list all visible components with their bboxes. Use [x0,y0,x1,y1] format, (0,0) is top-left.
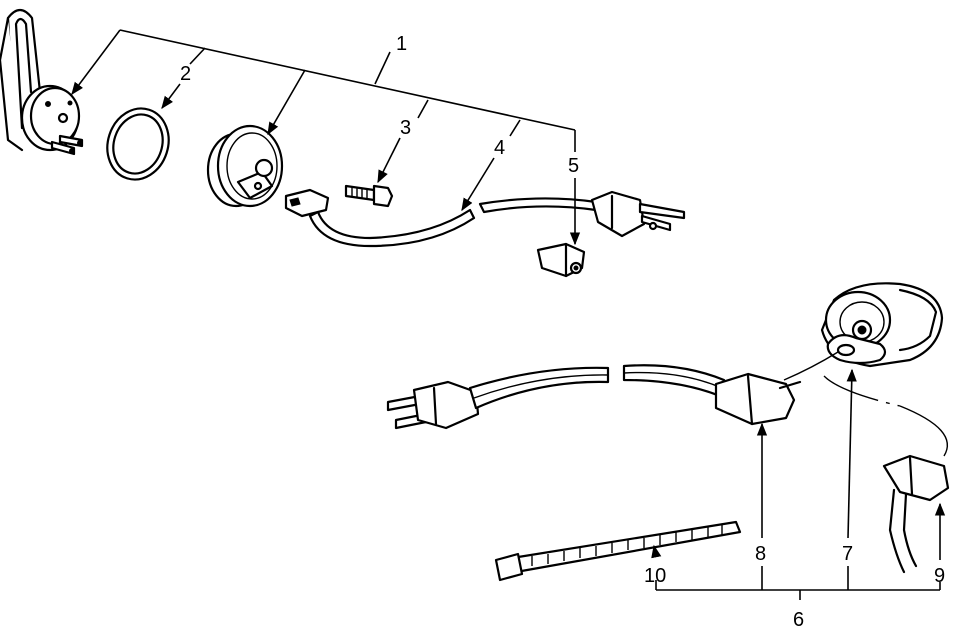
block-heater [820,282,944,368]
heater-cord [284,188,686,248]
callout-10: 10 [644,565,666,587]
callout-8: 8 [755,543,766,565]
bolt [344,184,394,208]
callout-7: 7 [842,543,853,565]
callout-labels: 1 2 3 4 5 6 7 8 9 10 [180,33,945,631]
callout-5: 5 [568,155,579,177]
heater-cap [206,124,284,208]
leader-lines [71,29,946,600]
adapter-plug [536,242,586,278]
callout-1: 1 [396,33,407,55]
cable-tie [494,520,742,582]
callout-9: 9 [934,565,945,587]
power-cord [386,364,802,430]
callout-6: 6 [793,609,804,631]
callout-2: 2 [180,63,191,85]
heater-element [0,8,84,156]
callout-3: 3 [400,117,411,139]
callout-4: 4 [494,137,505,159]
gasket-ring [106,107,170,181]
heater-connector [882,454,950,574]
